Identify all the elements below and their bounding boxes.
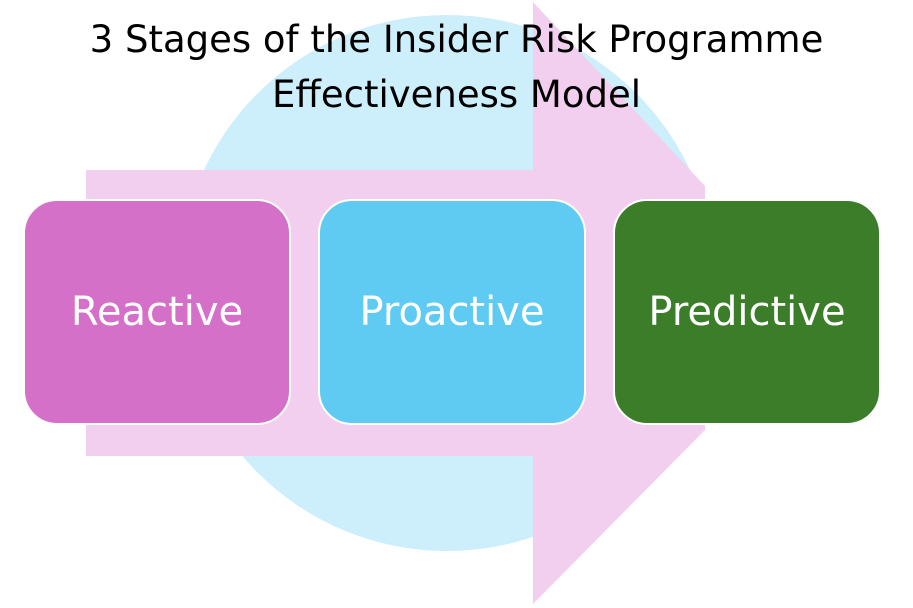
- stage-proactive-label: Proactive: [359, 289, 545, 335]
- title-line-1: 3 Stages of the Insider Risk Programme: [89, 18, 824, 61]
- stage-proactive-box: Proactive: [318, 199, 586, 425]
- page-title: 3 Stages of the Insider Risk Programme E…: [0, 12, 913, 122]
- stage-reactive-box: Reactive: [23, 199, 291, 425]
- stage-predictive-box: Predictive: [613, 199, 881, 425]
- stage-predictive-label: Predictive: [648, 289, 846, 335]
- title-line-2: Effectiveness Model: [271, 73, 642, 116]
- stage-reactive-label: Reactive: [70, 289, 244, 335]
